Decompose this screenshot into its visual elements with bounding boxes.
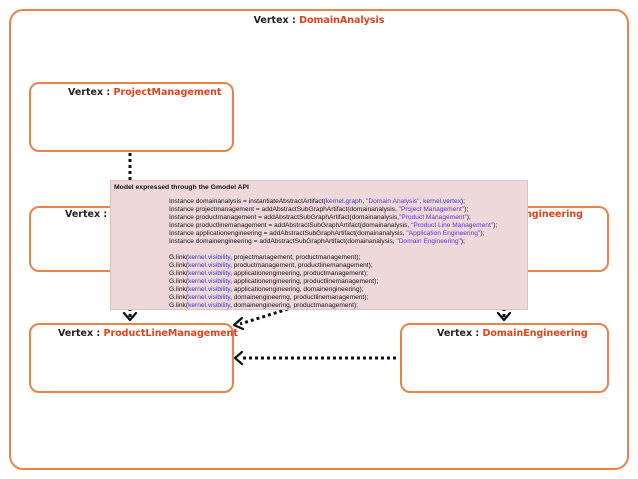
code-keyword: kernel.graph — [325, 198, 363, 205]
code-string: "Project Management" — [398, 206, 465, 213]
code-text: Instance projectmanagement = addAbstract… — [169, 206, 399, 213]
code-text: Instance applicationengineering = addAbs… — [169, 230, 407, 237]
vertex-name: DomainEngineering — [482, 328, 588, 339]
code-keyword: kernel.visibility — [188, 278, 231, 285]
code-line: G.link(kernel.visibility, projectmanagem… — [169, 254, 360, 262]
code-text: ); — [493, 222, 498, 229]
vertex-name: ProductLineManagement — [103, 328, 238, 339]
arrowhead-icon — [496, 311, 512, 322]
code-string: "Product Management" — [399, 214, 467, 221]
arrowhead-icon — [122, 311, 138, 322]
code-panel-title: Model expressed through the Gmodel API — [114, 184, 249, 191]
domain-engineering-vertex[interactable] — [400, 323, 609, 393]
code-line: Instance productmanagement = addAbstract… — [169, 214, 471, 222]
vertex-name: DomainAnalysis — [299, 15, 385, 26]
code-line: G.link(kernel.visibility, applicationeng… — [169, 286, 364, 294]
code-text: G.link( — [169, 262, 189, 269]
code-line: G.link(kernel.visibility, domainengineer… — [169, 294, 368, 302]
code-text: Instance productmanagement = addAbstract… — [169, 214, 399, 221]
code-text: G.link( — [169, 270, 189, 277]
code-keyword: kernel.visibility — [188, 302, 231, 309]
code-text: Instance domainengineering = addAbstract… — [169, 238, 397, 245]
code-text: , projectmanagement, productmanagement); — [230, 254, 361, 261]
link-application-to-productline-management — [239, 307, 289, 326]
vertex-prefix: Vertex : — [65, 209, 111, 220]
code-keyword: kernel.visibility — [188, 262, 231, 269]
code-text: Instance domainanalysis = instantiateAbs… — [169, 198, 326, 205]
application-engineering-label: ngineering — [525, 209, 583, 220]
code-line: G.link(kernel.visibility, applicationeng… — [169, 270, 368, 278]
code-line: G.link(kernel.visibility, applicationeng… — [169, 278, 378, 286]
code-line: G.link(kernel.visibility, domainengineer… — [169, 302, 358, 310]
vertex-name: ngineering — [525, 209, 583, 220]
code-text: ); — [464, 206, 469, 213]
code-text: , — [362, 198, 367, 205]
code-keyword: kernel.visibility — [188, 294, 231, 301]
vertex-prefix: Vertex : — [68, 87, 114, 98]
code-text: G.link( — [169, 302, 189, 309]
code-panel: Model expressed through the Gmodel API I… — [110, 180, 528, 310]
code-text: G.link( — [169, 278, 189, 285]
code-text: , domainengineering, productlinemanageme… — [230, 294, 369, 301]
code-string: "Application Engineering" — [406, 230, 481, 237]
code-text: ); — [460, 198, 465, 205]
code-text: , applicationengineering, domainengineer… — [230, 286, 364, 293]
code-keyword: kernel.visibility — [188, 286, 231, 293]
domain-engineering-label: Vertex : DomainEngineering — [437, 328, 588, 339]
code-text: , — [419, 198, 424, 205]
code-line: Instance productlinemanagement = addAbst… — [169, 222, 497, 230]
vertex-name: ProjectManagement — [113, 87, 222, 98]
code-text: , applicationengineering, productlineman… — [230, 278, 379, 285]
code-text: ); — [466, 214, 471, 221]
code-text: G.link( — [169, 254, 189, 261]
code-text: G.link( — [169, 286, 189, 293]
arrowhead-icon — [233, 350, 244, 366]
code-line: Instance projectmanagement = addAbstract… — [169, 206, 468, 214]
code-string: "Domain Analysis" — [366, 198, 420, 205]
code-text: , applicationengineering, productmanagem… — [230, 270, 368, 277]
code-text: , productmanagement, productlinemanageme… — [230, 262, 373, 269]
code-string: "Domain Engineering" — [396, 238, 461, 245]
code-string: "Product Line Management" — [411, 222, 494, 229]
vertex-prefix: Vertex : — [58, 328, 104, 339]
code-line: Instance domainengineering = addAbstract… — [169, 238, 465, 246]
product-line-management-label: Vertex : ProductLineManagement — [58, 328, 238, 339]
code-text: ); — [480, 230, 485, 237]
vertex-prefix: Vertex : — [253, 15, 300, 26]
code-keyword: kernel.vertex — [423, 198, 461, 205]
code-line: G.link(kernel.visibility, productmanagem… — [169, 262, 373, 270]
code-text: , domainengineering, productmanagement); — [230, 302, 359, 309]
project-management-label: Vertex : ProjectManagement — [68, 87, 221, 98]
code-line: Instance applicationengineering = addAbs… — [169, 230, 484, 238]
vertex-prefix: Vertex : — [437, 328, 483, 339]
code-text: Instance productlinemanagement = addAbst… — [169, 222, 412, 229]
code-text: G.link( — [169, 294, 189, 301]
code-line: Instance domainanalysis = instantiateAbs… — [169, 198, 465, 206]
product-line-management-vertex[interactable] — [29, 323, 234, 393]
domain-analysis-label: Vertex : DomainAnalysis — [0, 15, 638, 26]
project-management-vertex[interactable] — [29, 82, 234, 152]
arrowhead-icon — [232, 316, 245, 331]
code-keyword: kernel.visibility — [188, 270, 231, 277]
code-text: ); — [460, 238, 465, 245]
code-keyword: kernel.visibility — [188, 254, 231, 261]
